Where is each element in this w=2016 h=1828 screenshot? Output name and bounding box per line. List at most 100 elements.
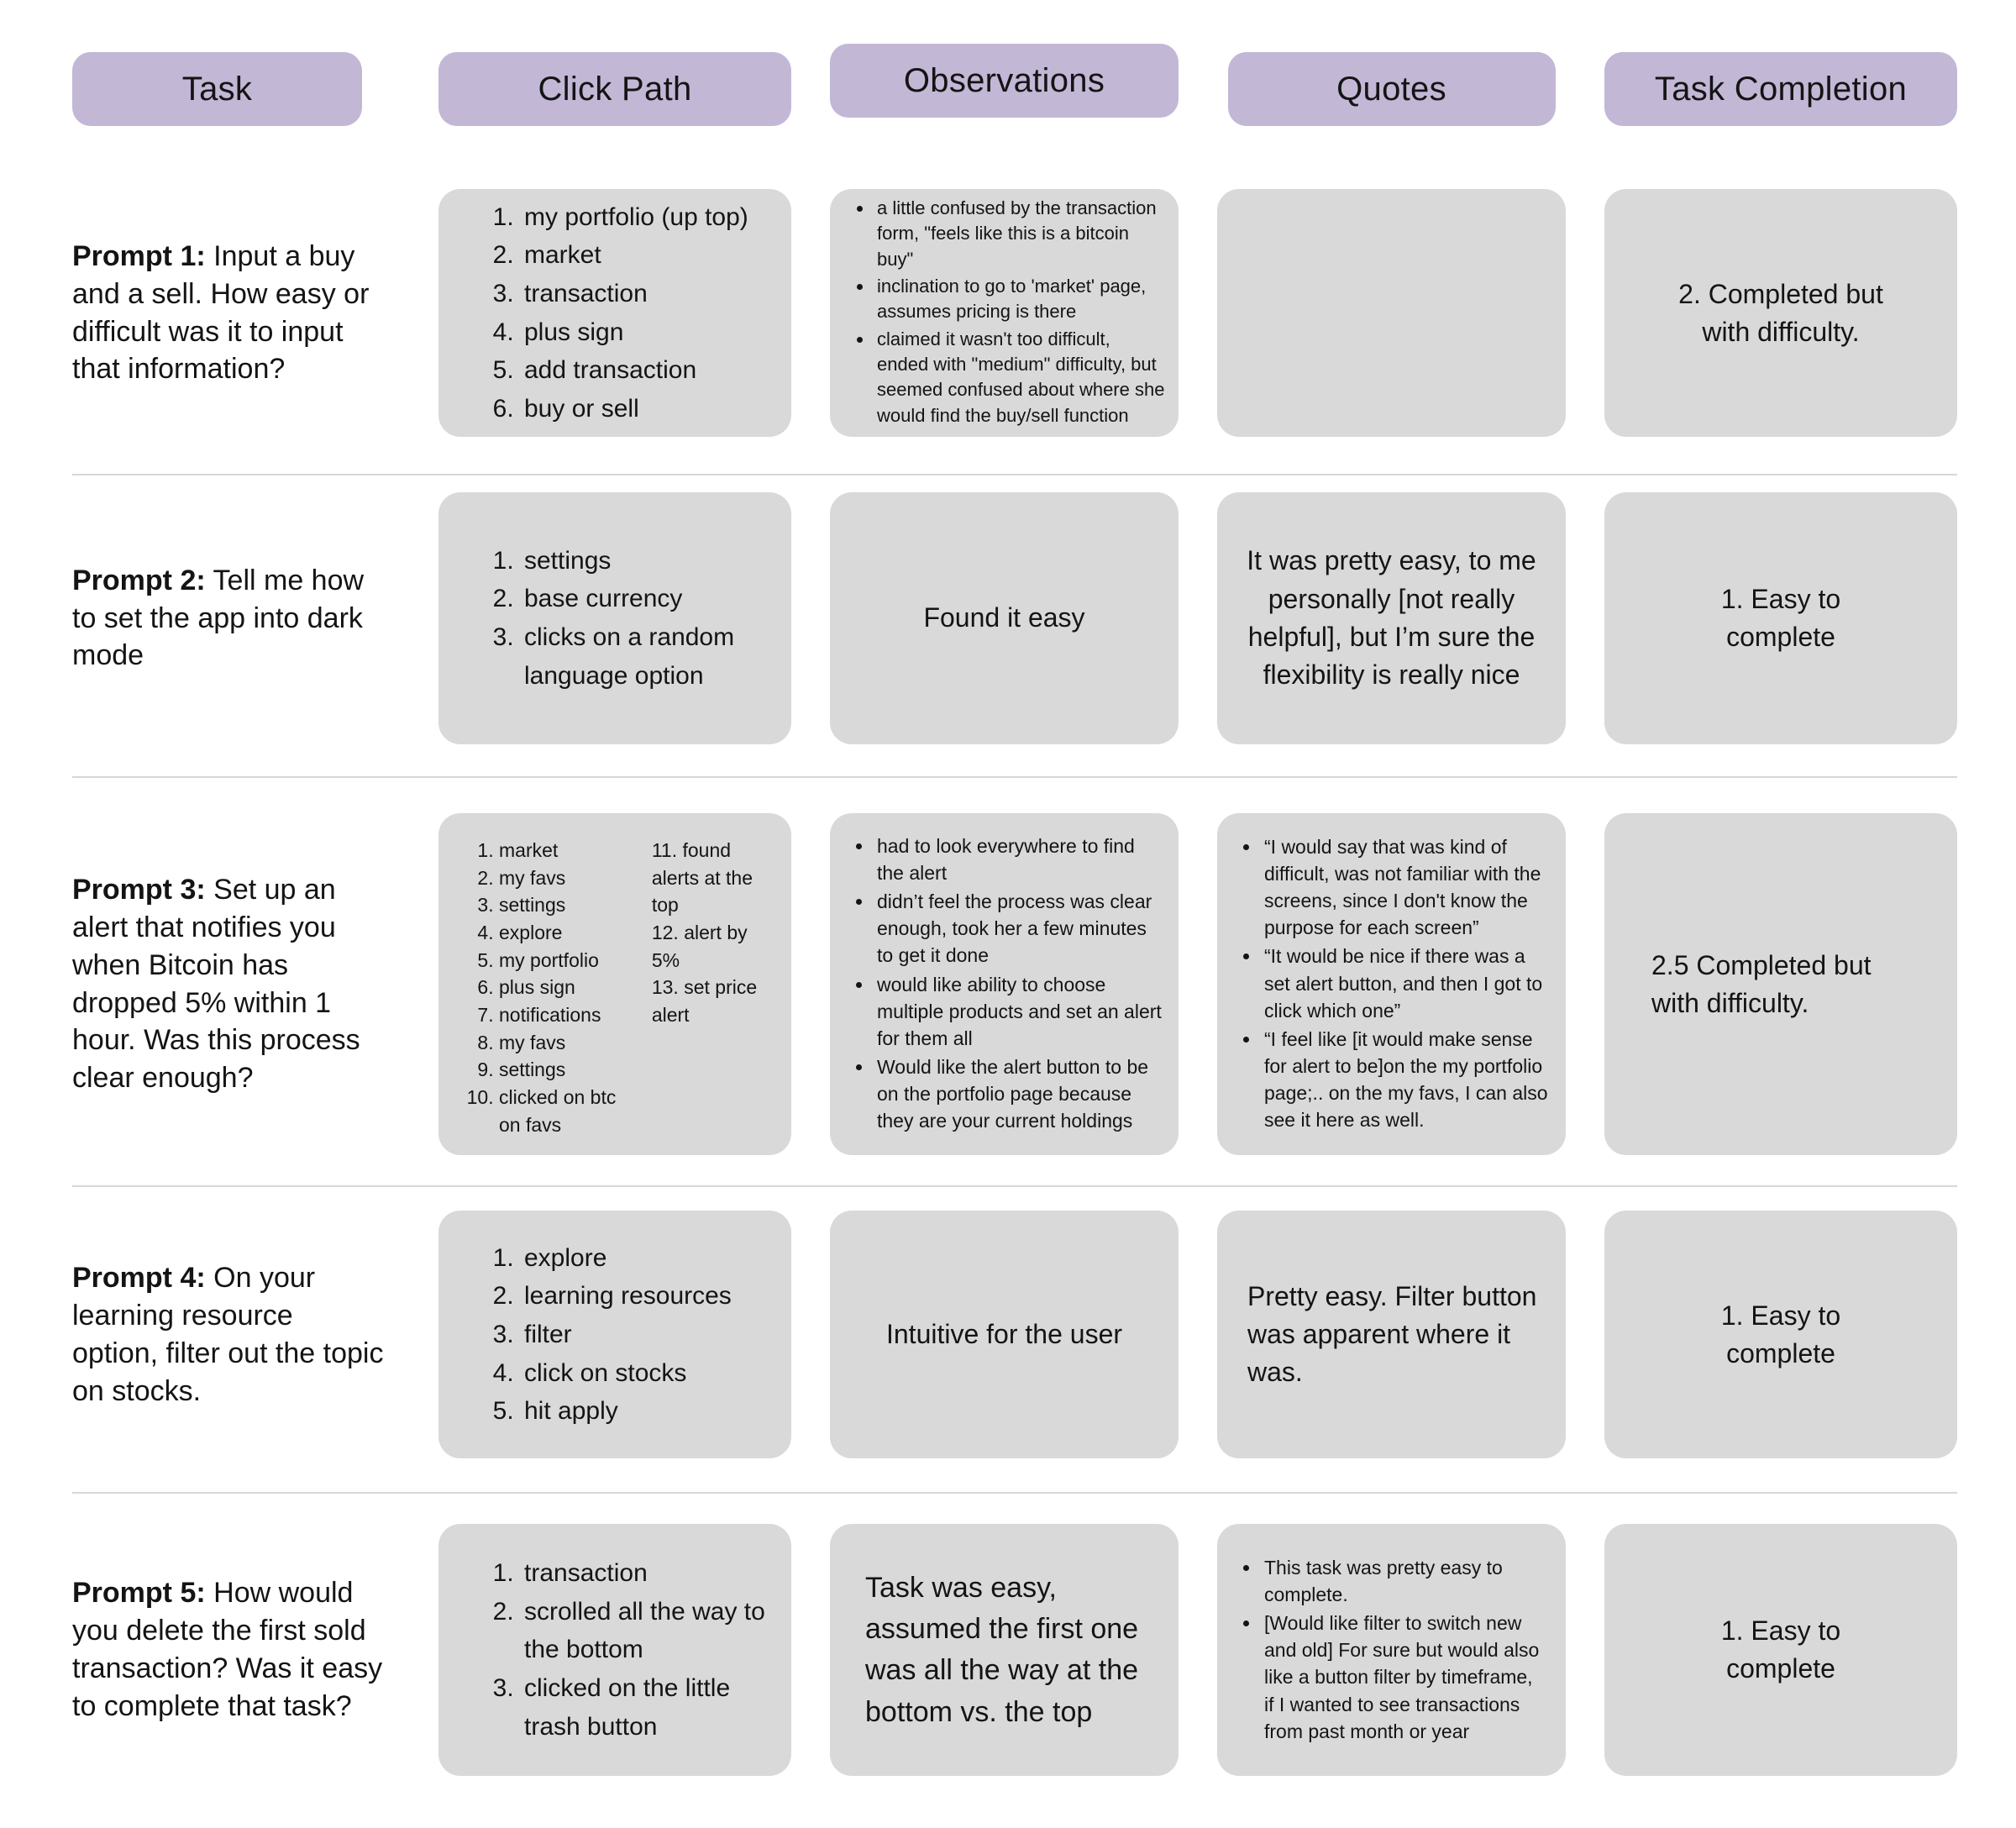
list-item: hit apply xyxy=(521,1392,774,1431)
list-item: my portfolio xyxy=(499,947,627,974)
header-pill-task-completion[interactable]: Task Completion xyxy=(1604,52,1957,126)
completion-cell: 2.5 Completed but with difficulty. xyxy=(1604,813,1957,1156)
quotes-card[interactable]: Pretty easy. Filter button was apparent … xyxy=(1217,1211,1566,1459)
task-cell: Prompt 4: On your learning resource opti… xyxy=(72,1211,400,1458)
task-description: Input a buy and a sell. How easy or diff… xyxy=(72,239,370,386)
list-item: settings xyxy=(521,542,774,580)
task-text: Prompt 3: Set up an alert that notifies … xyxy=(72,871,400,1097)
observations-card[interactable]: Found it easy xyxy=(830,492,1179,744)
list-item: filter xyxy=(521,1316,774,1354)
quotes-card[interactable]: This task was pretty easy to complete. [… xyxy=(1217,1524,1566,1777)
task-description: How would you delete the first sold tran… xyxy=(72,1577,383,1723)
quotes-card-empty[interactable] xyxy=(1217,189,1566,437)
header-pill-click-path[interactable]: Click Path xyxy=(438,52,791,126)
list-item: explore xyxy=(521,1239,774,1278)
completion-card[interactable]: 1. Easy to complete xyxy=(1604,1524,1957,1777)
quote-text: Pretty easy. Filter button was apparent … xyxy=(1247,1280,1537,1388)
list-item: alert by 5% xyxy=(652,919,780,974)
observations-cell: had to look everywhere to find the alert… xyxy=(830,813,1179,1156)
completion-text: 1. Easy to complete xyxy=(1720,1615,1841,1684)
list-item: “It would be nice if there was a set ale… xyxy=(1261,943,1552,1024)
click-path-card[interactable]: settings base currency clicks on a rando… xyxy=(438,492,791,744)
click-path-card[interactable]: explore learning resources filter click … xyxy=(438,1211,791,1459)
completion-card[interactable]: 2.5 Completed but with difficulty. xyxy=(1604,813,1957,1156)
task-text: Prompt 1: Input a buy and a sell. How ea… xyxy=(72,238,400,389)
header-pill-task[interactable]: Task xyxy=(72,52,362,126)
list-item: had to look everywhere to find the alert xyxy=(874,833,1165,886)
quotes-list: This task was pretty easy to complete. [… xyxy=(1217,1554,1566,1747)
table-header: Task Click Path Observations Quotes Task… xyxy=(72,44,1957,126)
observations-card[interactable]: had to look everywhere to find the alert… xyxy=(830,813,1179,1156)
quotes-cell: This task was pretty easy to complete. [… xyxy=(1217,1524,1566,1777)
quotes-cell: “I would say that was kind of difficult,… xyxy=(1217,813,1566,1156)
table-row-prompt-5: Prompt 5: How would you delete the first… xyxy=(72,1494,1957,1828)
prompt-label: Prompt 5: xyxy=(72,1577,206,1610)
list-item: would like ability to choose multiple pr… xyxy=(874,971,1165,1053)
task-text: Prompt 2: Tell me how to set the app int… xyxy=(72,562,400,675)
quotes-cell: It was pretty easy, to me personally [no… xyxy=(1217,492,1566,744)
completion-text: 1. Easy to complete xyxy=(1720,1300,1841,1368)
click-path-cell: settings base currency clicks on a rando… xyxy=(438,492,791,744)
completion-card[interactable]: 1. Easy to complete xyxy=(1604,1211,1957,1459)
click-path-card[interactable]: market my favs settings explore my portf… xyxy=(438,813,791,1156)
observations-list: had to look everywhere to find the alert… xyxy=(830,833,1179,1137)
observation-text: Intuitive for the user xyxy=(885,1319,1123,1349)
quotes-card[interactable]: It was pretty easy, to me personally [no… xyxy=(1217,492,1566,744)
click-path-card[interactable]: transaction scrolled all the way to the … xyxy=(438,1524,791,1777)
prompt-label: Prompt 4: xyxy=(72,1261,206,1294)
click-path-card[interactable]: my portfolio (up top) market transaction… xyxy=(438,189,791,437)
completion-cell: 1. Easy to complete xyxy=(1604,1524,1957,1777)
observations-list: a little confused by the transaction for… xyxy=(830,196,1179,430)
list-item: clicks on a random language option xyxy=(521,618,774,695)
prompt-label: Prompt 1: xyxy=(72,239,206,272)
task-text: Prompt 4: On your learning resource opti… xyxy=(72,1259,400,1410)
list-item: set price alert xyxy=(652,974,780,1028)
list-item: claimed it wasn't too difficult, ended w… xyxy=(874,327,1165,428)
list-item: This task was pretty easy to complete. xyxy=(1261,1554,1546,1608)
quotes-list: “I would say that was kind of difficult,… xyxy=(1217,833,1566,1136)
list-item: add transaction xyxy=(521,351,774,390)
completion-cell: 1. Easy to complete xyxy=(1604,1211,1957,1459)
list-item: Would like the alert button to be on the… xyxy=(874,1053,1165,1135)
task-cell: Prompt 1: Input a buy and a sell. How ea… xyxy=(72,189,400,437)
list-item: my favs xyxy=(499,1029,627,1057)
table-row-prompt-3: Prompt 3: Set up an alert that notifies … xyxy=(72,778,1957,1188)
quotes-card[interactable]: “I would say that was kind of difficult,… xyxy=(1217,813,1566,1156)
observations-card[interactable]: a little confused by the transaction for… xyxy=(830,189,1179,437)
observations-card[interactable]: Intuitive for the user xyxy=(830,1211,1179,1459)
completion-card[interactable]: 2. Completed but with difficulty. xyxy=(1604,189,1957,437)
list-item: “I would say that was kind of difficult,… xyxy=(1261,833,1552,942)
list-item: settings xyxy=(499,891,627,919)
click-path-list: settings base currency clicks on a rando… xyxy=(438,542,791,695)
list-item: explore xyxy=(499,919,627,947)
list-item: transaction xyxy=(521,275,774,313)
click-path-list: my portfolio (up top) market transaction… xyxy=(438,198,791,428)
task-cell: Prompt 2: Tell me how to set the app int… xyxy=(72,492,400,744)
click-path-cell: transaction scrolled all the way to the … xyxy=(438,1524,791,1777)
table-row-prompt-2: Prompt 2: Tell me how to set the app int… xyxy=(72,475,1957,778)
prompt-label: Prompt 3: xyxy=(72,873,206,906)
quotes-cell xyxy=(1217,189,1566,437)
click-path-cell: explore learning resources filter click … xyxy=(438,1211,791,1459)
task-description: Tell me how to set the app into dark mod… xyxy=(72,564,365,672)
click-path-cell: market my favs settings explore my portf… xyxy=(438,813,791,1156)
observations-cell: a little confused by the transaction for… xyxy=(830,189,1179,437)
list-item: market xyxy=(521,236,774,275)
task-description: Set up an alert that notifies you when B… xyxy=(72,873,360,1095)
click-path-list-left: market my favs settings explore my portf… xyxy=(447,837,627,1138)
header-pill-quotes[interactable]: Quotes xyxy=(1227,52,1556,126)
task-text: Prompt 5: How would you delete the first… xyxy=(72,1574,400,1726)
click-path-list: transaction scrolled all the way to the … xyxy=(438,1554,791,1746)
list-item: notifications xyxy=(499,1001,627,1029)
observation-text: Found it easy xyxy=(923,602,1085,633)
list-item: transaction xyxy=(521,1554,774,1593)
list-item: settings xyxy=(499,1056,627,1084)
observations-cell: Found it easy xyxy=(830,492,1179,744)
list-item: clicked on the little trash button xyxy=(521,1669,774,1746)
header-pill-observations[interactable]: Observations xyxy=(830,44,1179,118)
list-item: “I feel like [it would make sense for al… xyxy=(1261,1026,1552,1134)
task-cell: Prompt 3: Set up an alert that notifies … xyxy=(72,813,400,1155)
observations-card[interactable]: Task was easy, assumed the first one was… xyxy=(830,1524,1179,1777)
completion-card[interactable]: 1. Easy to complete xyxy=(1604,492,1957,744)
